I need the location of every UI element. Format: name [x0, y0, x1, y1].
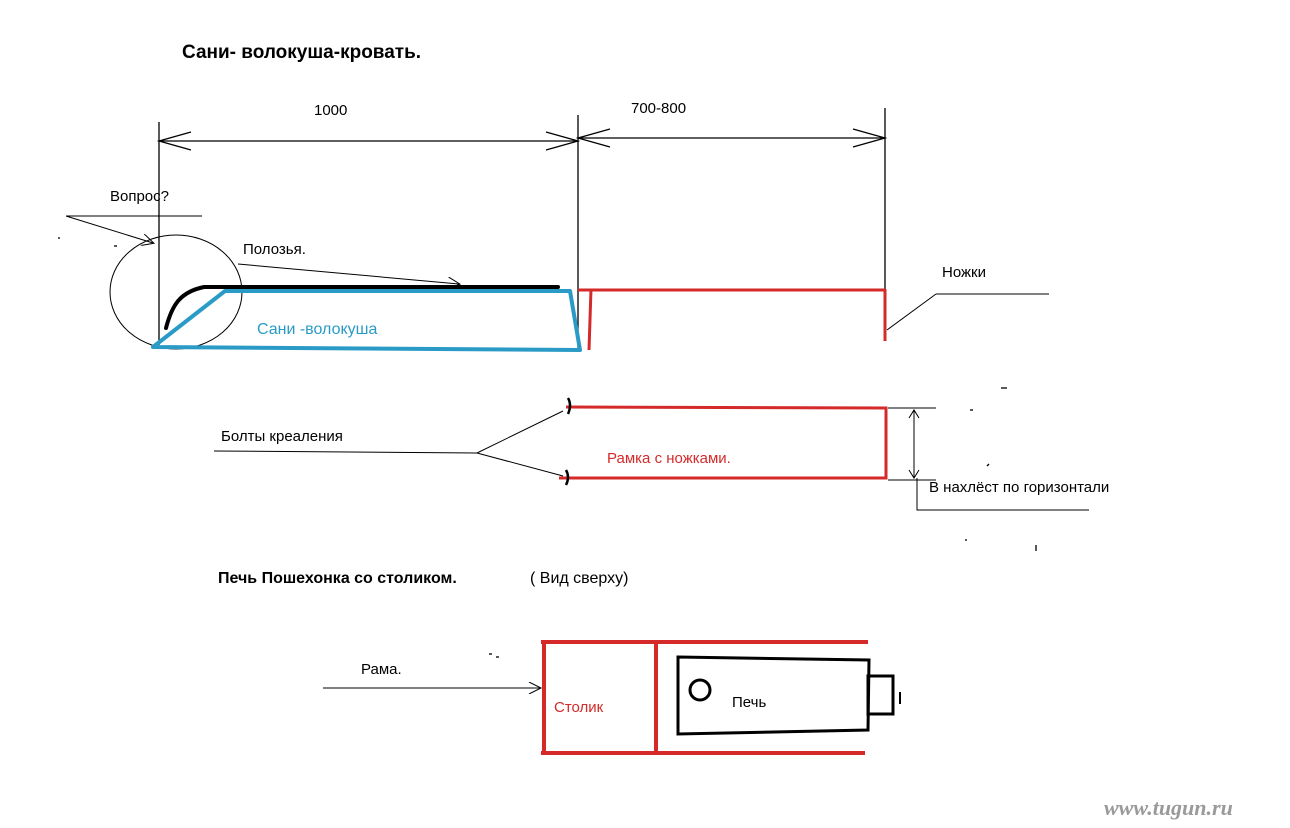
frame-label: Рама. — [361, 661, 402, 678]
bolt-bottom — [564, 469, 570, 486]
bed-frame-side — [578, 288, 887, 351]
sled-label: Сани -волокуша — [257, 321, 378, 338]
question-arrow — [65, 215, 153, 243]
stove-frame — [541, 640, 868, 755]
legs-pointer — [886, 293, 937, 331]
runner-line — [164, 285, 560, 330]
question-label: Вопрос? — [110, 188, 169, 205]
diagram-title: Сани- волокуша-кровать. — [182, 42, 422, 63]
table-label: Столик — [554, 699, 604, 716]
bolts-label: Болты креаления — [221, 428, 343, 445]
sled-profile — [151, 263, 582, 352]
arrowhead-right — [852, 128, 888, 148]
stove-chimney — [866, 674, 895, 716]
burner-circle — [688, 678, 712, 702]
dimension-left-label: 1000 — [314, 102, 348, 119]
legs-label: Ножки — [942, 264, 986, 281]
sled-drag-outline — [151, 289, 582, 352]
runner-pointer-arrow — [237, 263, 459, 284]
overlap-arrow-top — [908, 409, 920, 419]
dimension-right-label: 700-800 — [631, 100, 687, 117]
frame-outline — [559, 405, 888, 480]
bolts-pointer-top — [476, 410, 564, 454]
overlap-leader — [916, 478, 1089, 511]
arrowhead-mid-right — [575, 128, 611, 148]
watermark: www.tugun.ru — [1104, 795, 1233, 820]
legs-callout — [886, 293, 1049, 331]
bolts-callout — [213, 410, 564, 477]
stove-label: Печь — [732, 694, 767, 711]
stove-body — [676, 655, 901, 736]
bolts-pointer-bottom — [476, 452, 564, 477]
overlap-label: В нахлёст по горизонтали — [929, 479, 1110, 496]
stove-section-title: Печь Пошехонка со столиком. — [218, 570, 457, 587]
question-callout — [65, 215, 243, 350]
bolts-leader — [213, 450, 478, 454]
dimension-lines — [156, 108, 888, 350]
frame-with-legs — [559, 397, 888, 486]
overlap-callout — [888, 407, 1089, 511]
overlap-arrow-bottom — [908, 469, 920, 479]
arrowhead-left — [156, 131, 192, 151]
frame-with-legs-label: Рамка с ножками. — [607, 450, 731, 467]
bolt-top — [566, 397, 572, 415]
stray-marks — [58, 237, 1037, 658]
stove-outline — [676, 655, 871, 736]
frame-leg-left — [587, 288, 593, 351]
stove-view-note: ( Вид сверху) — [530, 570, 629, 587]
runners-label: Полозья. — [243, 241, 306, 258]
arrowhead-mid-left — [545, 131, 581, 151]
